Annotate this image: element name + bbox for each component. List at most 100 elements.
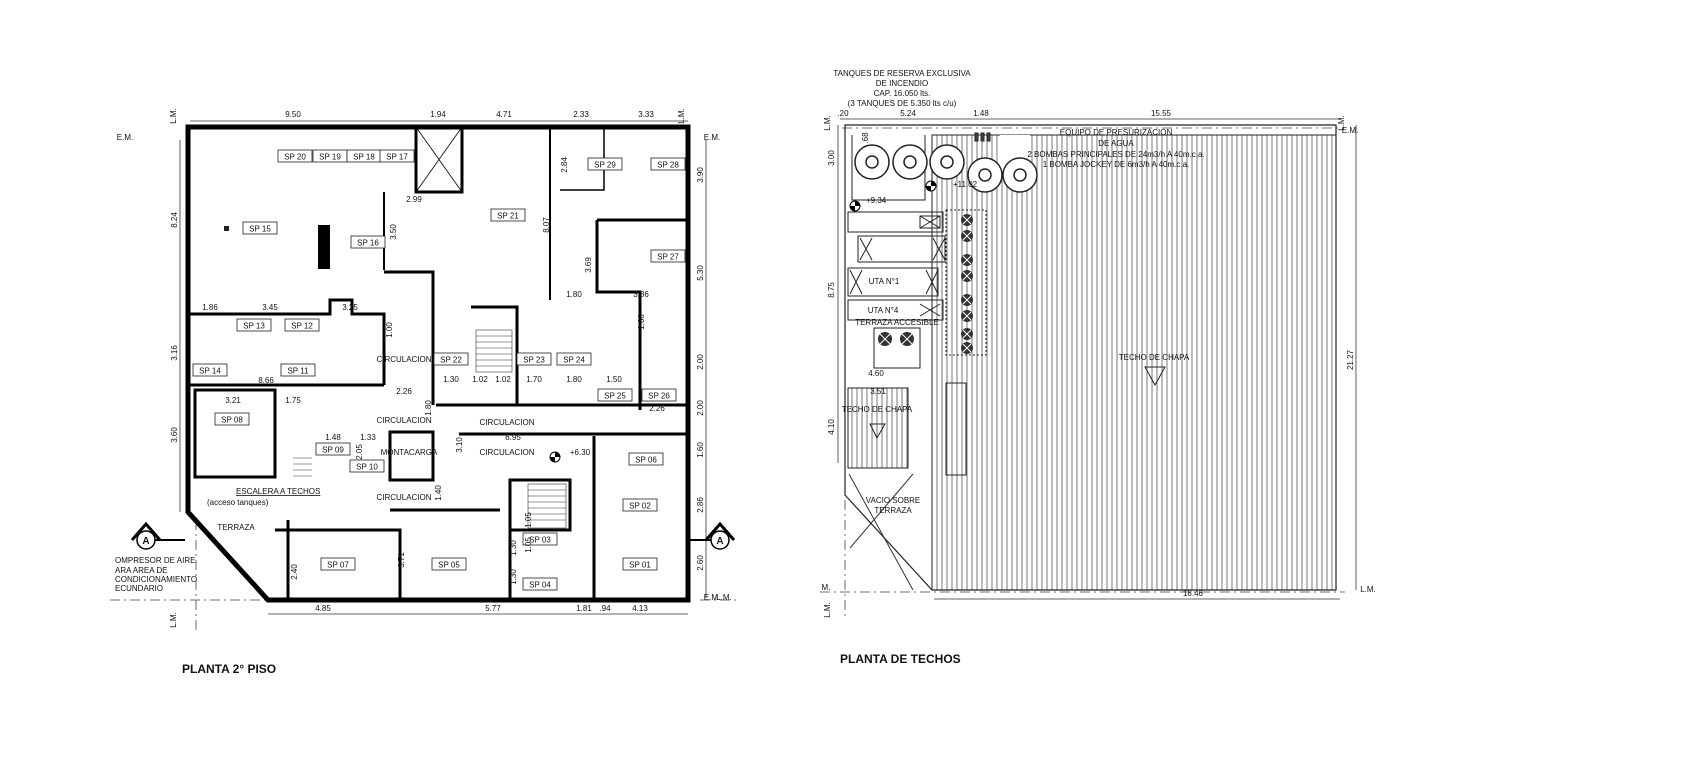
tank-note-line: CAP. 16.050 lts.	[874, 89, 931, 98]
dimension-label: 1.80	[424, 400, 433, 416]
dimension-label: 1.86	[202, 303, 218, 312]
room-tag-box	[236, 318, 272, 332]
plan-label: L.M.	[677, 108, 686, 124]
dimension-label: 1.81	[576, 604, 592, 613]
metal-roof-main	[931, 134, 1337, 591]
dimension-label: 3.25	[342, 303, 358, 312]
dimension-label: 5.30	[696, 265, 705, 281]
room-tag-box	[433, 352, 469, 366]
room-tag: SP 03	[522, 532, 558, 546]
room-tag: SP 18	[346, 149, 382, 163]
room-tag: SP 22	[433, 352, 469, 366]
plan-label: E.M.	[704, 133, 720, 142]
dimension-label: 1.60	[637, 314, 646, 330]
room-label: SP 05	[438, 561, 460, 570]
dimension-label: 2.40	[290, 564, 299, 580]
plan-label: CONDICIONAMIENTO	[115, 575, 197, 584]
room-tag: SP 06	[628, 452, 664, 466]
dimension-label: 4.71	[496, 110, 512, 119]
plan-label: L.M.	[169, 108, 178, 124]
room-label: SP 09	[322, 446, 344, 455]
room-tag-box	[622, 557, 658, 571]
room-tag-box	[431, 557, 467, 571]
room-label: SP 16	[357, 239, 379, 248]
pump-note-line: EQUIPO DE PRESURIZACION	[1060, 128, 1173, 137]
hvac-units	[847, 209, 987, 369]
column	[318, 225, 330, 269]
room-tag: SP 14	[192, 363, 228, 377]
room-tag-box	[277, 149, 313, 163]
room-label: SP 02	[629, 502, 651, 511]
room-label: SP 03	[529, 536, 551, 545]
tank-note-line: TANQUES DE RESERVA EXCLUSIVA	[833, 69, 971, 78]
fan-icon	[961, 310, 973, 322]
dimension-label: 4.10	[827, 419, 836, 435]
dimension-label: 2.00	[696, 400, 705, 416]
room-label: SP 17	[386, 153, 408, 162]
interior-walls	[188, 126, 688, 600]
room-label: SP 12	[291, 322, 313, 331]
tank-inner	[1013, 168, 1027, 182]
dimension-label: 2.05	[355, 444, 364, 460]
stair-2nd-floor	[293, 329, 567, 529]
plan-label: CIRCULACION	[479, 418, 534, 427]
pump-equipment	[974, 132, 991, 142]
room-tag: SP 09	[315, 442, 351, 456]
dimension-label: 9.50	[285, 110, 301, 119]
plan-label: MONTACARGA	[381, 448, 438, 457]
pump-note-line: 2 BOMBAS PRINCIPALES DE 24m3/h A 40m.c.a…	[1027, 150, 1204, 159]
dimension-label: 21.27	[1346, 349, 1355, 370]
room-tag: SP 13	[236, 318, 272, 332]
room-tag: SP 28	[650, 157, 686, 171]
dimension-label: 3.10	[455, 437, 464, 453]
room-tag-box	[650, 249, 686, 263]
column	[224, 226, 229, 231]
room-tag-box	[516, 352, 552, 366]
dimension-label: 1.80	[566, 290, 582, 299]
water-tanks	[854, 144, 1038, 193]
pump-note-line: 1 BOMBA JOCKEY DE 6m3/h A 40m.c.a.	[1043, 160, 1190, 169]
plan-label: TECHO DE CHAPA	[842, 405, 913, 414]
roof-outline	[844, 124, 1337, 591]
room-tag-box	[628, 452, 664, 466]
dimension-label: 2.00	[696, 354, 705, 370]
fan-icon	[961, 230, 973, 242]
room-tag: SP 05	[431, 557, 467, 571]
dimension-label: 18.46	[1183, 589, 1204, 598]
room-tag: SP 26	[641, 388, 677, 402]
plan-label: L.M.	[1337, 115, 1346, 131]
dimension-label: 3.90	[696, 167, 705, 183]
dimension-label: 1.50	[606, 375, 622, 384]
room-tag-box	[587, 157, 623, 171]
fan-icon	[961, 294, 973, 306]
room-tag: SP 21	[490, 208, 526, 222]
dimension-label: 4.60	[868, 369, 884, 378]
room-label: SP 23	[523, 356, 545, 365]
fan-icon	[961, 254, 973, 266]
dimension-label: .68	[861, 132, 870, 144]
dimension-label: 6.95	[505, 433, 521, 442]
plan-label: L.M.	[716, 593, 732, 602]
plan-label: +6.30	[570, 448, 591, 457]
room-tag-box	[214, 412, 250, 426]
room-tag-box	[242, 221, 278, 235]
plan-label: TERRAZA ACCESIBLE	[855, 318, 939, 327]
dimension-label: 1.05	[524, 537, 533, 553]
room-tag: SP 08	[214, 412, 250, 426]
room-label: SP 10	[356, 463, 378, 472]
room-tag: SP 29	[587, 157, 623, 171]
plan-label: ARA AREA DE	[115, 566, 167, 575]
room-tag: SP 07	[320, 557, 356, 571]
room-tag-box	[522, 577, 558, 591]
roof-stair	[945, 382, 967, 476]
dimension-label: 1.02	[472, 375, 488, 384]
plan-label: L.M.	[1360, 585, 1376, 594]
room-tag: SP 23	[516, 352, 552, 366]
dimension-label: 1.60	[696, 442, 705, 458]
